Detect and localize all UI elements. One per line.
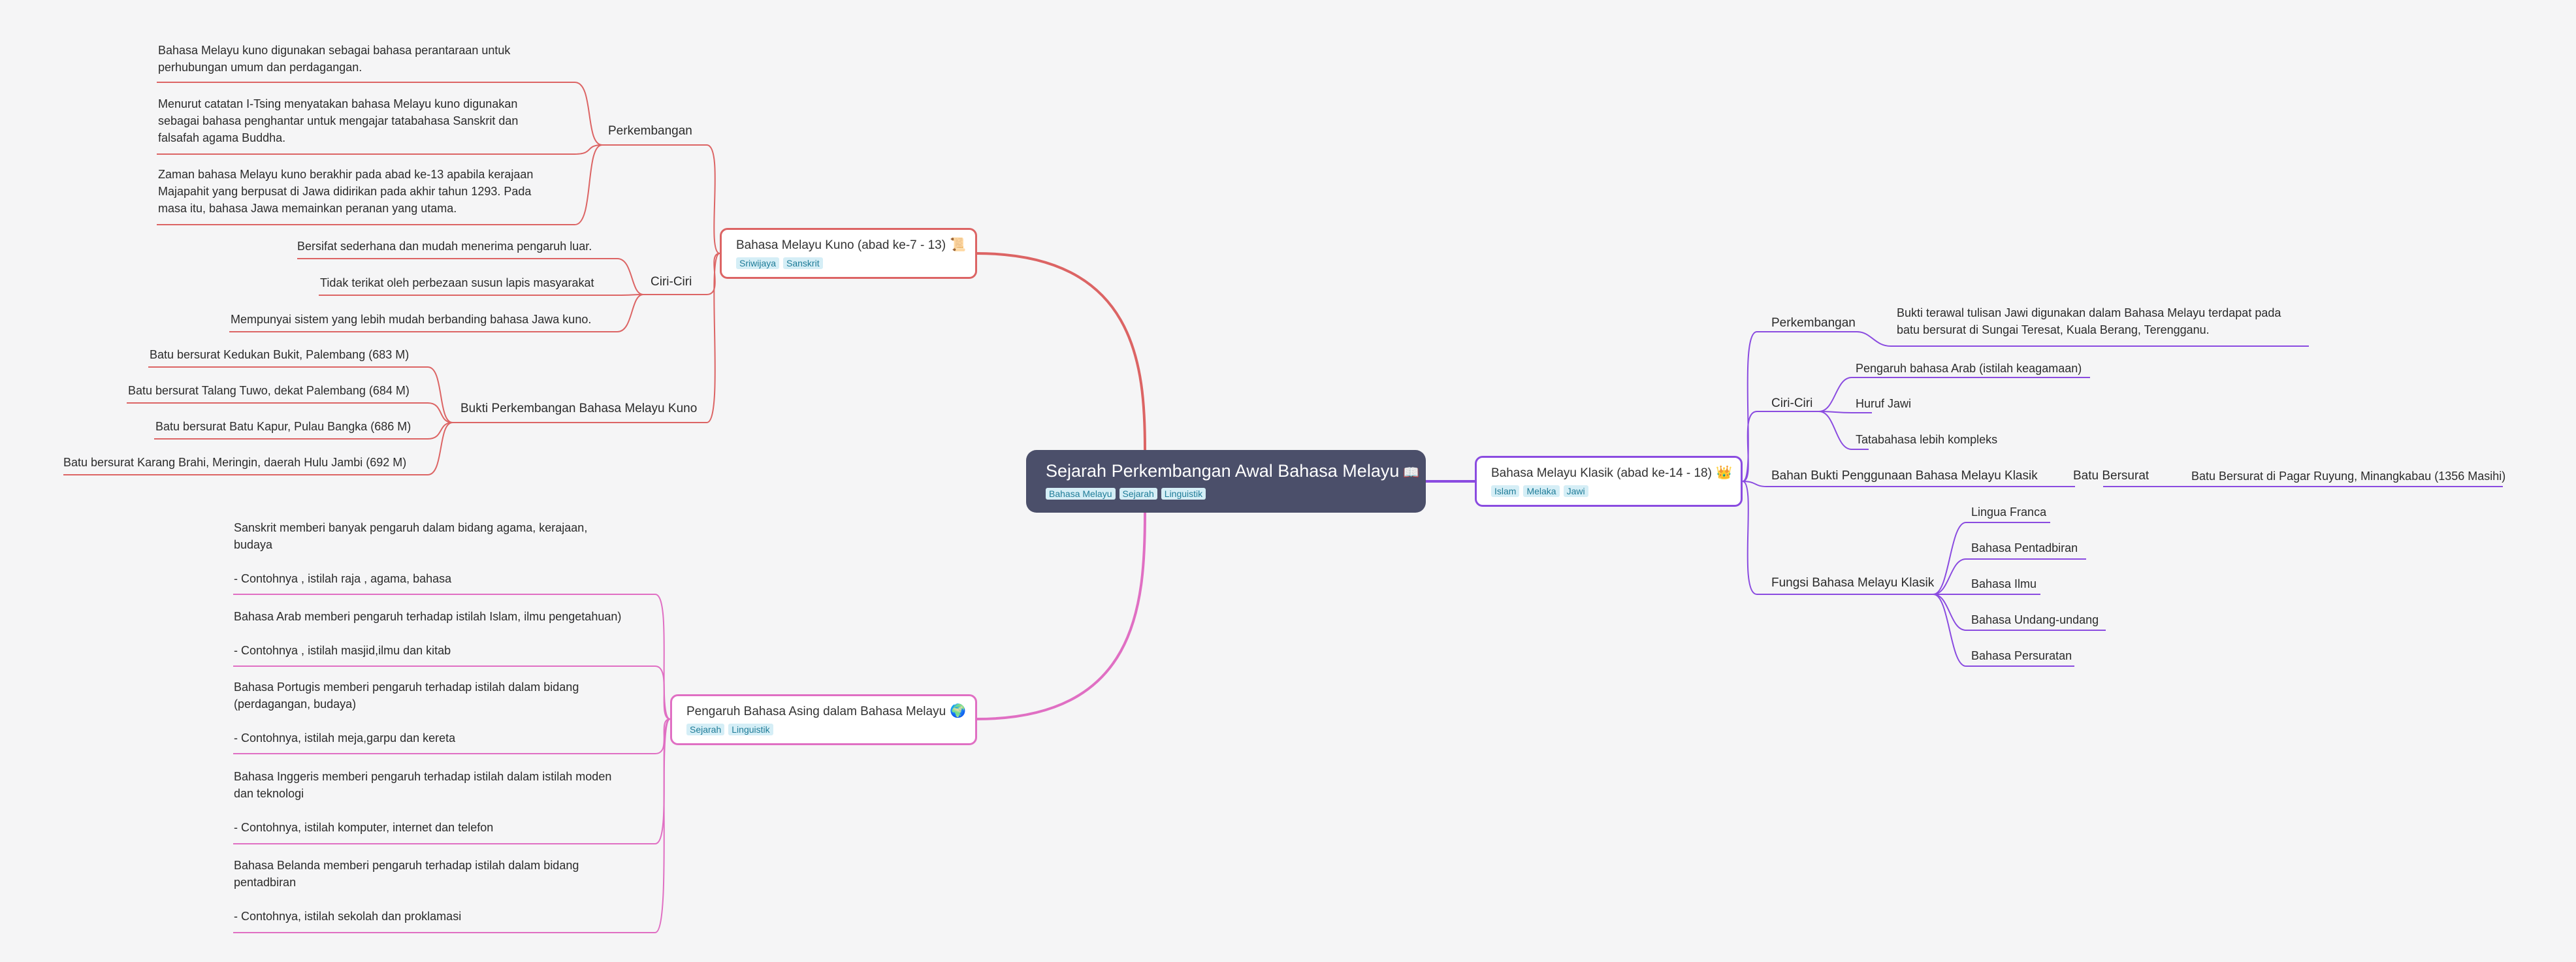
leaf-topic[interactable]: Mempunyai sistem yang lebih mudah berban… [231,313,592,326]
leaf-topic[interactable]: Pengaruh bahasa Arab (istilah keagamaan) [1856,362,2082,375]
branch-bahasa-melayu-klasik[interactable]: Bahasa Melayu Klasik (abad ke-14 - 18)👑 … [1475,456,1743,507]
branch-title: Bahasa Melayu Kuno (abad ke-7 - 13) [736,238,946,252]
book-icon: 📖 [1403,466,1420,480]
tag: Linguistik [728,724,773,735]
root-title: Sejarah Perkembangan Awal Bahasa Melayu [1046,461,1400,481]
crown-icon: 👑 [1715,466,1732,480]
leaf-topic[interactable]: Huruf Jawi [1856,397,1912,410]
leaf-topic[interactable]: Bahasa Persuratan [1971,649,2072,662]
subtopic-fungsi[interactable]: Fungsi Bahasa Melayu Klasik [1771,576,1935,590]
branch-title: Bahasa Melayu Klasik (abad ke-14 - 18) [1491,466,1712,480]
leaf-topic[interactable]: Bahasa Inggeris memberi pengaruh terhada… [234,770,612,834]
branch-pengaruh-bahasa-asing[interactable]: Pengaruh Bahasa Asing dalam Bahasa Melay… [670,694,977,745]
leaf-topic[interactable]: Bahasa Melayu kuno digunakan sebagai bah… [158,44,511,74]
subtopic-perkembangan[interactable]: Perkembangan [608,124,692,138]
leaf-topic[interactable]: Bahasa Arab memberi pengaruh terhadap is… [234,610,622,657]
tag: Sejarah [1119,488,1157,500]
leaf-topic[interactable]: Bahasa Pentadbiran [1971,541,2078,554]
tag: Melaka [1523,485,1560,497]
leaf-topic[interactable]: Tidak terikat oleh perbezaan susun lapis… [320,276,594,289]
subtopic-ciri-ciri[interactable]: Ciri-Ciri [651,275,692,289]
tag: Bahasa Melayu [1046,488,1116,500]
branch-bahasa-melayu-kuno[interactable]: Bahasa Melayu Kuno (abad ke-7 - 13) 📜 Sri… [720,228,977,279]
tag: Jawi [1563,485,1588,497]
leaf-topic[interactable]: Bahasa Ilmu [1971,577,2037,590]
subtopic-bahan-bukti[interactable]: Bahan Bukti Penggunaan Bahasa Melayu Kla… [1771,469,2038,483]
leaf-topic[interactable]: Menurut catatan I-Tsing menyatakan bahas… [158,97,519,144]
branch-title: Pengaruh Bahasa Asing dalam Bahasa Melay… [686,705,946,718]
scroll-icon: 📜 [950,238,966,252]
leaf-topic[interactable]: Batu bersurat Talang Tuwo, dekat Palemba… [128,384,410,397]
leaf-topic[interactable]: Lingua Franca [1971,505,2047,519]
tag: Sanskrit [783,257,823,269]
branch-tags: Sejarah Linguistik [686,724,963,735]
leaf-topic[interactable]: Zaman bahasa Melayu kuno berakhir pada a… [158,168,534,215]
branch-tags: Islam Melaka Jawi [1491,485,1729,497]
leaf-topic[interactable]: Bahasa Portugis memberi pengaruh terhada… [234,681,579,745]
tag: Islam [1491,485,1520,497]
leaf-topic[interactable]: Sanskrit memberi banyak pengaruh dalam b… [234,521,588,585]
globe-icon: 🌍 [950,704,967,718]
leaf-topic[interactable]: Bersifat sederhana dan mudah menerima pe… [297,240,592,253]
tag: Sejarah [686,724,725,735]
subtopic-bukti-perkembangan[interactable]: Bukti Perkembangan Bahasa Melayu Kuno [460,402,698,415]
leaf-topic[interactable]: Tatabahasa lebih kompleks [1856,433,1998,446]
leaf-topic[interactable]: Batu bersurat Batu Kapur, Pulau Bangka (… [155,420,411,433]
tag: Sriwijaya [736,257,780,269]
leaf-topic[interactable]: Batu bersurat Karang Brahi, Meringin, da… [63,456,407,469]
leaf-topic[interactable]: Bahasa Undang-undang [1971,613,2099,626]
leaf-topic[interactable]: Bahasa Belanda memberi pengaruh terhadap… [234,859,579,923]
leaf-topic[interactable]: Bukti terawal tulisan Jawi digunakan dal… [1897,306,2281,336]
leaf-topic[interactable]: Batu bersurat Kedukan Bukit, Palembang (… [150,348,410,361]
tag: Linguistik [1161,488,1206,500]
subtopic-batu-bersurat[interactable]: Batu Bersurat [2073,469,2149,483]
branch-tags: Sriwijaya Sanskrit [736,257,963,269]
subtopic-perkembangan[interactable]: Perkembangan [1771,316,1856,330]
subtopic-ciri-ciri[interactable]: Ciri-Ciri [1771,396,1813,410]
leaf-topic[interactable]: Batu Bersurat di Pagar Ruyung, Minangkab… [2191,470,2506,483]
root-topic[interactable]: Sejarah Perkembangan Awal Bahasa Melayu📖… [1026,450,1426,513]
root-tags: Bahasa Melayu Sejarah Linguistik [1046,488,1426,500]
